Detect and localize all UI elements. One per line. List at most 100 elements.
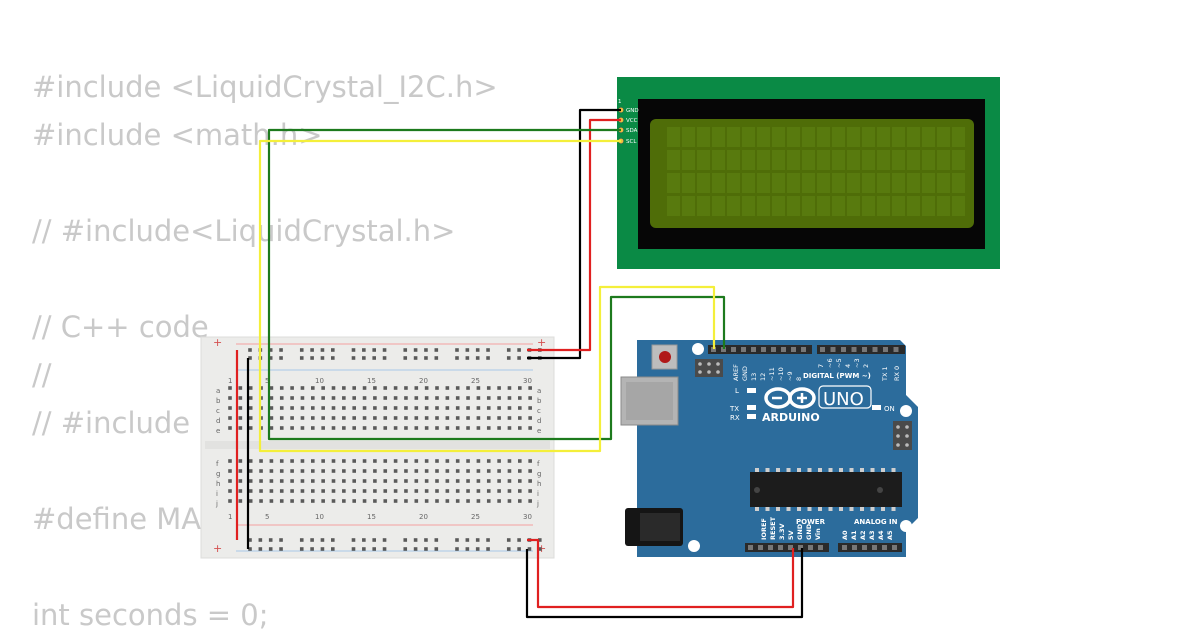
breadboard-hole[interactable] <box>342 416 346 420</box>
breadboard-rail-hole[interactable] <box>475 538 480 542</box>
breadboard-hole[interactable] <box>248 426 253 430</box>
breadboard-hole[interactable] <box>393 469 398 473</box>
breadboard-rail-hole[interactable] <box>362 547 366 551</box>
breadboard-hole[interactable] <box>528 469 532 473</box>
breadboard-hole[interactable] <box>352 479 356 483</box>
breadboard-hole[interactable] <box>321 499 325 503</box>
breadboard-hole[interactable] <box>393 416 398 420</box>
breadboard-hole[interactable] <box>352 459 356 463</box>
header-hole[interactable] <box>830 347 836 352</box>
breadboard-hole[interactable] <box>238 426 243 430</box>
breadboard-hole[interactable] <box>528 426 532 430</box>
breadboard-hole[interactable] <box>435 469 439 473</box>
header-hole[interactable] <box>883 347 888 352</box>
breadboard-hole[interactable] <box>362 469 367 473</box>
breadboard-rail-hole[interactable] <box>424 356 428 360</box>
breadboard-hole[interactable] <box>362 406 367 410</box>
header-hole[interactable] <box>771 347 776 352</box>
breadboard-rail-hole[interactable] <box>248 356 252 360</box>
breadboard-hole[interactable] <box>352 499 356 503</box>
wire-5v[interactable] <box>527 538 795 609</box>
breadboard-hole[interactable] <box>311 499 315 503</box>
header-hole[interactable] <box>872 545 877 550</box>
breadboard-hole[interactable] <box>248 396 253 400</box>
breadboard-hole[interactable] <box>238 386 243 390</box>
breadboard-hole[interactable] <box>269 479 274 483</box>
breadboard-rail-hole[interactable] <box>248 538 252 542</box>
breadboard-hole[interactable] <box>362 489 367 493</box>
header-hole[interactable] <box>778 545 783 550</box>
breadboard-hole[interactable] <box>435 406 439 410</box>
arduino-uno[interactable]: AREF GND 13 12 ~11 ~10 ~9 8 7 ~6 ~5 4 ~3… <box>620 340 918 557</box>
breadboard-hole[interactable] <box>455 416 460 420</box>
breadboard-hole[interactable] <box>290 396 294 400</box>
wire-gnd[interactable] <box>525 548 804 619</box>
breadboard-rail-hole[interactable] <box>320 547 325 551</box>
breadboard-rail-hole[interactable] <box>372 348 376 352</box>
breadboard-hole[interactable] <box>300 396 305 400</box>
breadboard-rail-hole[interactable] <box>320 538 325 542</box>
breadboard-hole[interactable] <box>248 479 253 483</box>
breadboard-rail-hole[interactable] <box>538 538 542 542</box>
breadboard-hole[interactable] <box>279 416 284 420</box>
breadboard-hole[interactable] <box>290 469 294 473</box>
breadboard-hole[interactable] <box>414 489 419 493</box>
breadboard-hole[interactable] <box>331 479 336 483</box>
digital-header-right[interactable] <box>817 345 905 354</box>
breadboard-hole[interactable] <box>352 469 356 473</box>
breadboard-hole[interactable] <box>342 396 346 400</box>
breadboard-hole[interactable] <box>497 489 501 493</box>
breadboard-hole[interactable] <box>507 396 512 400</box>
breadboard-hole[interactable] <box>352 489 356 493</box>
breadboard-hole[interactable] <box>497 469 501 473</box>
breadboard-hole[interactable] <box>373 386 377 390</box>
breadboard-hole[interactable] <box>279 469 284 473</box>
breadboard-hole[interactable] <box>321 426 325 430</box>
breadboard-hole[interactable] <box>321 489 325 493</box>
breadboard-hole[interactable] <box>321 396 325 400</box>
breadboard-hole[interactable] <box>476 499 481 503</box>
breadboard-hole[interactable] <box>248 416 253 420</box>
header-hole[interactable] <box>862 545 867 550</box>
breadboard-rail-hole[interactable] <box>351 356 356 360</box>
breadboard-rail-hole[interactable] <box>434 356 439 360</box>
header-hole[interactable] <box>798 545 803 550</box>
breadboard-hole[interactable] <box>445 479 450 483</box>
breadboard-hole[interactable] <box>311 386 315 390</box>
breadboard-hole[interactable] <box>435 489 439 493</box>
breadboard-rail-hole[interactable] <box>382 538 387 542</box>
lcd-module[interactable]: 1 GND VCC SDA SCL <box>617 77 1000 269</box>
breadboard-rail-hole[interactable] <box>475 348 480 352</box>
breadboard-hole[interactable] <box>393 396 398 400</box>
breadboard-rail-hole[interactable] <box>279 348 283 352</box>
breadboard-hole[interactable] <box>424 426 429 430</box>
breadboard-hole[interactable] <box>497 416 501 420</box>
breadboard-hole[interactable] <box>404 499 408 503</box>
breadboard-hole[interactable] <box>259 469 263 473</box>
header-hole[interactable] <box>801 347 806 352</box>
breadboard-hole[interactable] <box>342 459 346 463</box>
header-hole[interactable] <box>748 545 753 550</box>
breadboard-hole[interactable] <box>290 499 294 503</box>
breadboard-rail-hole[interactable] <box>434 538 439 542</box>
breadboard-hole[interactable] <box>248 386 253 390</box>
breadboard-hole[interactable] <box>311 459 315 463</box>
breadboard-hole[interactable] <box>445 469 450 473</box>
breadboard-hole[interactable] <box>269 426 274 430</box>
breadboard-hole[interactable] <box>476 489 481 493</box>
breadboard-hole[interactable] <box>497 459 501 463</box>
breadboard-hole[interactable] <box>279 459 284 463</box>
breadboard-hole[interactable] <box>486 489 491 493</box>
breadboard-rail-hole[interactable] <box>527 547 532 551</box>
breadboard-hole[interactable] <box>424 416 429 420</box>
breadboard-hole[interactable] <box>466 426 470 430</box>
breadboard-rail-hole[interactable] <box>382 356 387 360</box>
breadboard-rail-hole[interactable] <box>486 356 490 360</box>
breadboard-rail-hole[interactable] <box>320 348 325 352</box>
breadboard-hole[interactable] <box>331 489 336 493</box>
breadboard-hole[interactable] <box>455 396 460 400</box>
breadboard-hole[interactable] <box>445 386 450 390</box>
header-hole[interactable] <box>761 347 766 352</box>
breadboard-rail-hole[interactable] <box>279 356 283 360</box>
breadboard-hole[interactable] <box>259 489 263 493</box>
